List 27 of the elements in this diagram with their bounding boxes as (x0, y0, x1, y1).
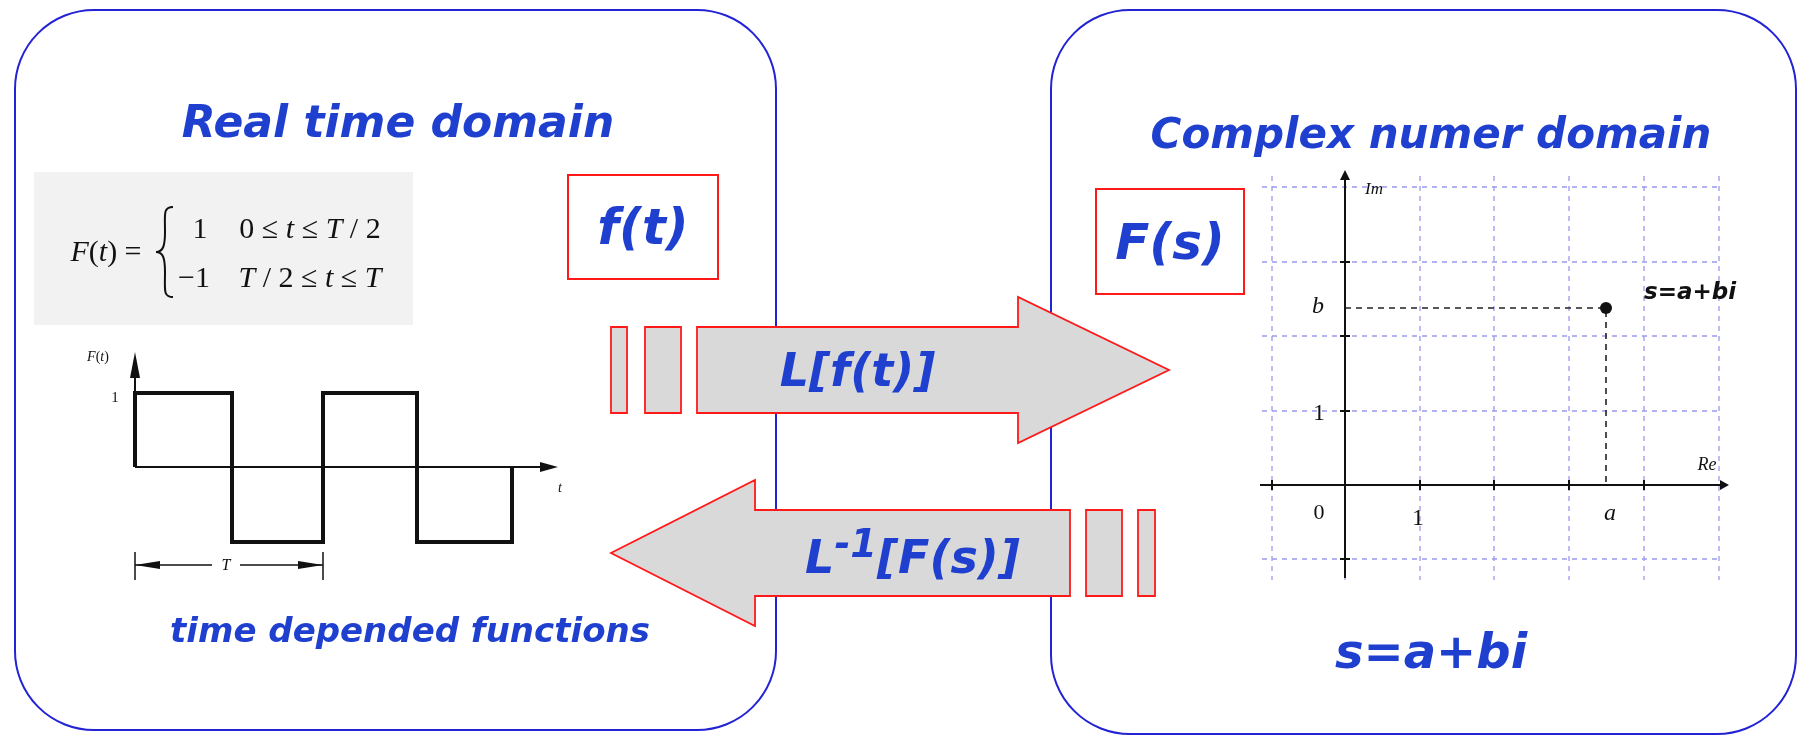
panel-caption: time depended functions (170, 612, 650, 650)
panel-title: Complex numer domain (1150, 110, 1712, 158)
axis-label: F(t) (87, 349, 109, 365)
formula-text: F(t) = (70, 233, 142, 267)
tick-label: 0 (1313, 499, 1325, 525)
edge-label: L$^{-1}$[F(s)] (805, 523, 1020, 583)
dimension-label: T (221, 556, 231, 574)
axis-label: t (558, 480, 562, 496)
block-arrow (609, 478, 1156, 628)
edge-label: L[f(t)] (779, 344, 936, 396)
tick-label: 1 (1412, 503, 1424, 531)
axis-label: Re (1697, 455, 1717, 475)
function-box: F(s) (1095, 188, 1245, 295)
axis-label: Im (1365, 179, 1383, 199)
point-label: s=a+bi (1643, 279, 1737, 305)
formula-text: 0 ≤ t ≤ T / 2 (239, 210, 381, 244)
formula-text: s=a+bi (1334, 624, 1528, 678)
function-box: f(t) (567, 174, 719, 280)
formula-text: T / 2 ≤ t ≤ T (238, 259, 382, 293)
formula-text: −1 (178, 259, 210, 293)
tick-label: b (1312, 291, 1324, 319)
tick-label: 1 (111, 388, 119, 406)
tick-label: 1 (1313, 398, 1325, 426)
block-arrow (610, 295, 1172, 445)
panel-title: Real time domain (181, 97, 615, 147)
formula-text: 1 (192, 210, 208, 244)
tick-label: a (1604, 498, 1616, 526)
